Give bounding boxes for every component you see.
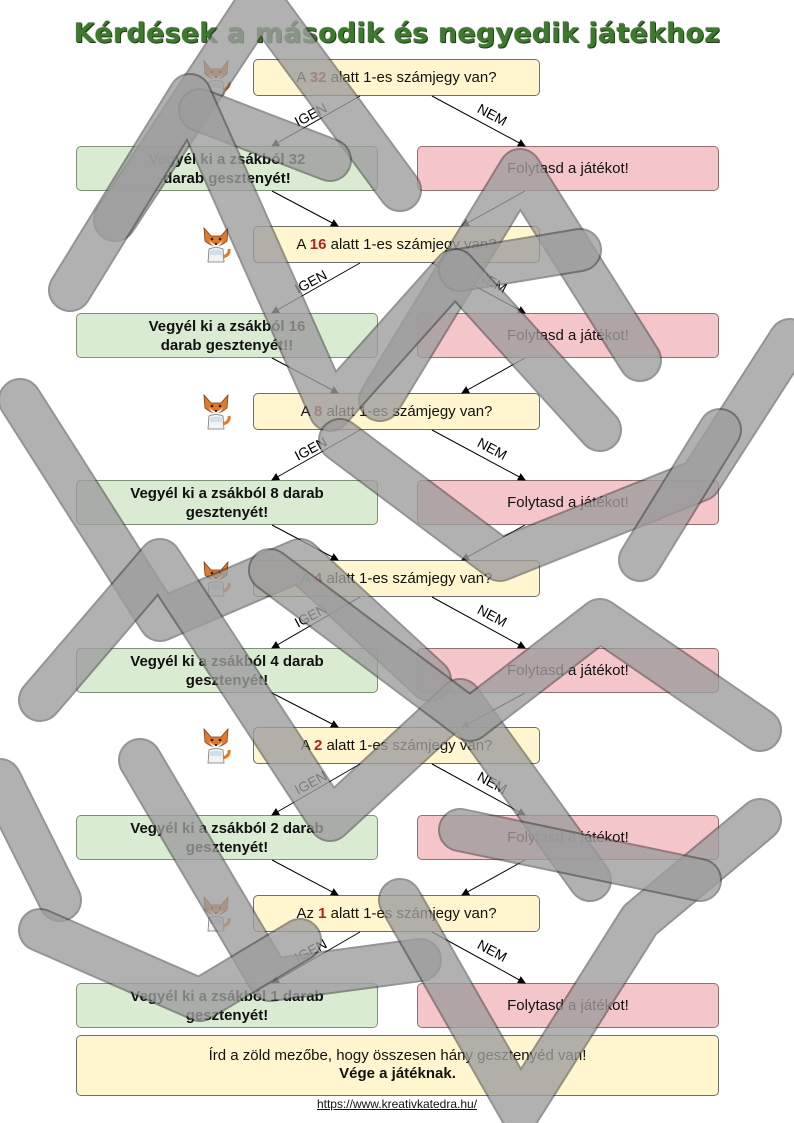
no-arrow	[431, 931, 526, 984]
no-label: NEM	[475, 267, 510, 296]
no-to-next-arrow	[461, 357, 526, 394]
no-arrow	[431, 262, 526, 314]
yes-label: IGEN	[292, 99, 330, 129]
no-to-next-arrow	[461, 524, 526, 561]
yes-to-next-arrow	[271, 524, 339, 561]
no-to-next-arrow	[461, 692, 526, 728]
no-to-next-arrow	[461, 859, 526, 896]
yes-to-next-arrow	[271, 692, 339, 728]
no-arrow	[431, 429, 526, 481]
no-to-next-arrow	[461, 190, 526, 227]
yes-label: IGEN	[292, 266, 330, 296]
no-arrow	[431, 95, 526, 147]
no-label: NEM	[475, 100, 510, 129]
no-label: NEM	[475, 936, 510, 965]
no-label: NEM	[475, 768, 510, 797]
yes-to-next-arrow	[271, 357, 339, 394]
yes-to-next-arrow	[271, 859, 339, 896]
no-arrow	[431, 763, 526, 816]
no-label: NEM	[475, 601, 510, 630]
yes-to-next-arrow	[271, 190, 339, 227]
no-arrow	[431, 596, 526, 649]
yes-label: IGEN	[292, 433, 330, 463]
no-label: NEM	[475, 434, 510, 463]
